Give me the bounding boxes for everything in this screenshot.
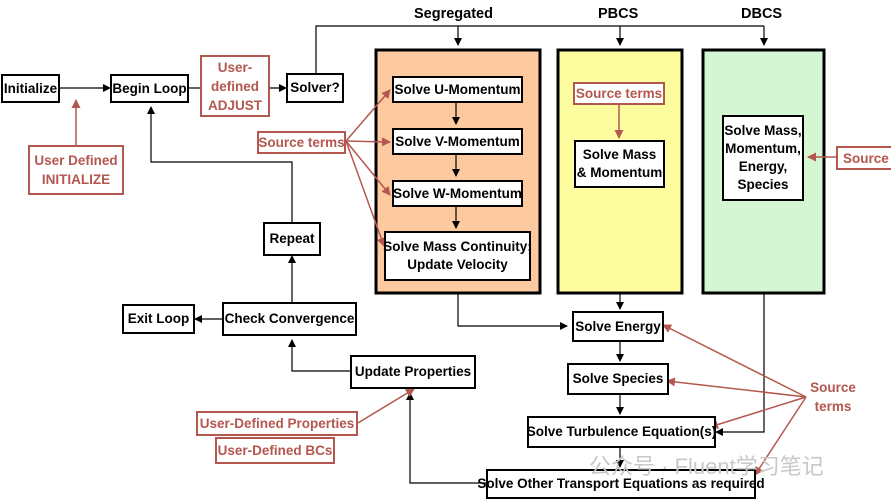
solve-energy-label: Solve Energy xyxy=(575,318,661,334)
solve-v-label: Solve V-Momentum xyxy=(395,133,520,149)
user-defined-bcs-box: User-Defined BCs xyxy=(215,437,335,464)
pbcs-source-label: Source terms xyxy=(575,86,663,101)
source-terms-right-line2: terms xyxy=(814,399,852,414)
solve-species-box: Solve Species xyxy=(567,363,669,395)
solver-label: Solver? xyxy=(290,80,340,95)
dbcs-header: DBCS xyxy=(741,6,783,22)
begin-loop-box: Begin Loop xyxy=(110,74,189,103)
solve-turbulence-label: Solve Turbulence Equation(s) xyxy=(526,424,717,439)
initialize-box: Initialize xyxy=(1,74,60,103)
solve-turbulence-box: Solve Turbulence Equation(s) xyxy=(527,416,716,448)
dbcs-line4: Species xyxy=(737,177,789,192)
solve-u-label: Solve U-Momentum xyxy=(394,81,521,97)
solve-species-label: Solve Species xyxy=(572,371,664,386)
update-properties-label: Update Properties xyxy=(354,364,472,379)
initialize-udf-line2: INITIALIZE xyxy=(41,172,111,187)
initialize-label: Initialize xyxy=(3,80,58,96)
dbcs-line3: Energy, xyxy=(738,159,788,174)
pbcs-solve-mass-momentum-box: Solve Mass & Momentum xyxy=(574,140,665,188)
solver-decision-box: Solver? xyxy=(286,73,344,103)
user-defined-properties-box: User-Defined Properties xyxy=(196,411,358,436)
mass-continuity-line1: Solve Mass Continuity; xyxy=(383,239,532,254)
repeat-label: Repeat xyxy=(269,231,315,246)
adjust-line3: ADJUST xyxy=(207,97,262,113)
check-convergence-label: Check Convergence xyxy=(224,311,355,326)
udf-properties-label: User-Defined Properties xyxy=(199,416,355,431)
initialize-udf-line1: User Defined xyxy=(34,153,118,168)
solve-u-momentum-box: Solve U-Momentum xyxy=(392,76,523,103)
source-terms-right-label: Source terms xyxy=(806,378,860,416)
pbcs-source-terms-box: Source terms xyxy=(573,82,665,105)
exit-loop-label: Exit Loop xyxy=(127,311,190,326)
pbcs-solve-line1: Solve Mass xyxy=(582,147,657,162)
dbcs-source-label: Source t xyxy=(843,150,891,166)
solve-v-momentum-box: Solve V-Momentum xyxy=(392,128,523,155)
adjust-line2: defined xyxy=(210,78,259,94)
solve-other-transport-box: Solve Other Transport Equations as requi… xyxy=(477,469,765,499)
source-terms-left-box: Source terms xyxy=(257,131,346,154)
solve-other-label: Solve Other Transport Equations as requi… xyxy=(477,476,765,491)
mass-continuity-line2: Update Velocity xyxy=(407,257,508,272)
repeat-box: Repeat xyxy=(263,222,321,256)
dbcs-line2: Momentum, xyxy=(725,141,801,156)
watermark-text: 公众号 · Fluent学习笔记 xyxy=(589,454,824,479)
segregated-header: Segregated xyxy=(414,6,493,22)
solve-w-label: Solve W-Momentum xyxy=(393,185,522,201)
dbcs-line1: Solve Mass, xyxy=(724,123,802,138)
source-terms-right-line1: Source xyxy=(810,380,856,395)
solve-w-momentum-box: Solve W-Momentum xyxy=(392,180,523,207)
check-convergence-box: Check Convergence xyxy=(222,302,357,336)
source-terms-left-label: Source terms xyxy=(258,135,345,150)
solve-mass-continuity-box: Solve Mass Continuity; Update Velocity xyxy=(383,231,532,281)
solve-energy-box: Solve Energy xyxy=(572,311,664,342)
exit-loop-box: Exit Loop xyxy=(122,304,195,334)
dbcs-solve-all-box: Solve Mass, Momentum, Energy, Species xyxy=(722,115,804,201)
pbcs-header: PBCS xyxy=(598,6,639,22)
adjust-line1: User- xyxy=(217,59,253,75)
update-properties-box: Update Properties xyxy=(350,355,476,389)
udf-bcs-label: User-Defined BCs xyxy=(217,443,333,458)
begin-loop-label: Begin Loop xyxy=(112,80,187,96)
pbcs-solve-line2: & Momentum xyxy=(576,165,663,180)
dbcs-source-terms-box: Source t xyxy=(836,146,891,170)
